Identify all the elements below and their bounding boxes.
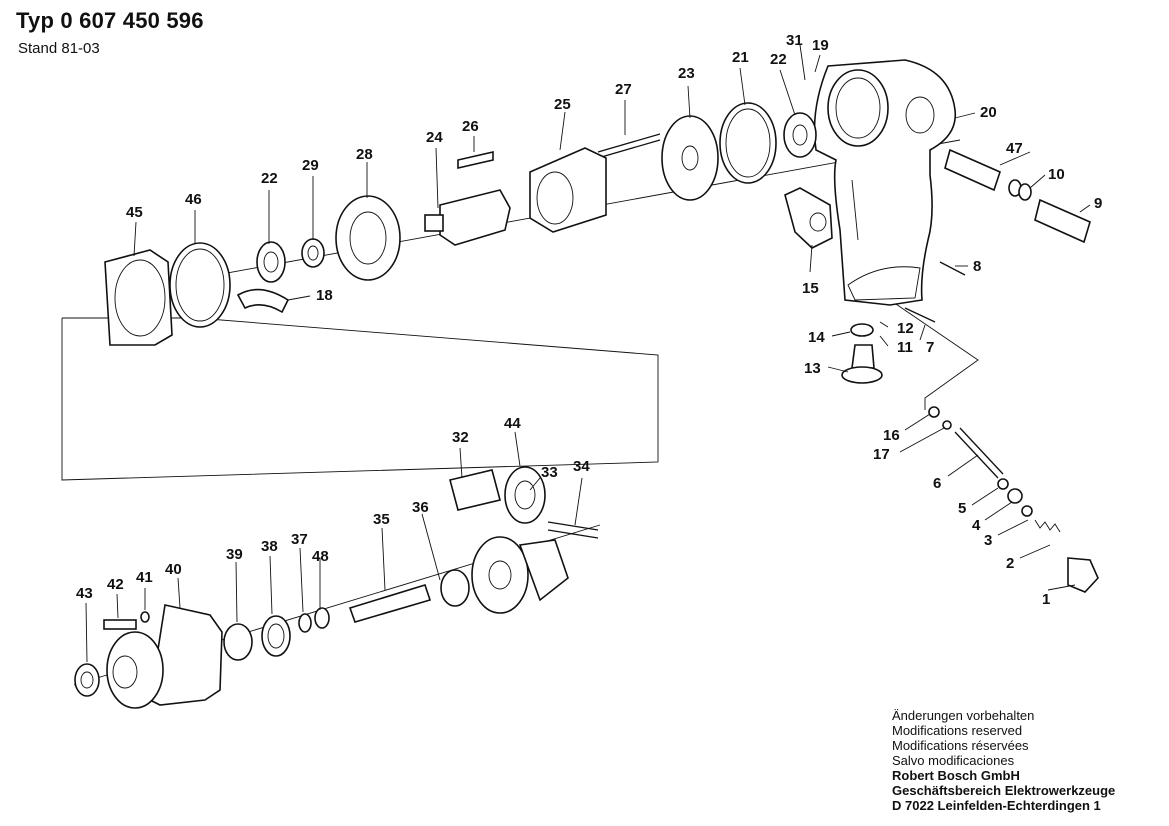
note-es: Salvo modificaciones — [892, 753, 1015, 768]
label-part-22-top: 22 — [770, 51, 787, 68]
leader-lines — [85, 44, 1091, 663]
label-part-48: 48 — [312, 548, 329, 565]
label-part-4: 4 — [972, 517, 981, 534]
label-part-26: 26 — [462, 118, 479, 135]
label-part-14: 14 — [808, 329, 825, 346]
vane-26-part — [457, 150, 494, 170]
company-division: Geschäftsbereich Elektrowerkzeuge — [892, 783, 1116, 798]
pin-34-part — [547, 521, 599, 539]
label-part-36: 36 — [412, 499, 429, 516]
washer-41-part — [140, 611, 150, 623]
company-address: D 7022 Leinfelden-Echterdingen 1 — [892, 798, 1101, 813]
label-part-5: 5 — [958, 500, 966, 517]
bearing-22-top-part — [783, 112, 817, 158]
label-part-40: 40 — [165, 561, 182, 578]
assembly-frame-line — [61, 317, 659, 481]
page-subtitle: Stand 81-03 — [18, 40, 100, 57]
label-part-18: 18 — [316, 287, 333, 304]
part-47 — [944, 148, 1001, 192]
label-part-45: 45 — [126, 204, 143, 221]
washer-14-part — [850, 323, 874, 337]
label-part-11: 11 — [897, 339, 913, 356]
label-part-6: 6 — [933, 475, 941, 492]
label-part-8: 8 — [973, 258, 981, 275]
page-title: Typ 0 607 450 596 — [16, 8, 204, 33]
screw-42-part — [103, 619, 137, 630]
label-part-27: 27 — [615, 81, 632, 98]
ring-37-part — [298, 613, 312, 633]
label-part-12: 12 — [897, 320, 914, 337]
label-part-7: 7 — [926, 339, 934, 356]
part-18 — [236, 288, 290, 314]
trigger-part — [784, 187, 833, 249]
label-part-39: 39 — [226, 546, 243, 563]
label-part-21: 21 — [732, 49, 749, 66]
bushing-39-part — [223, 623, 253, 661]
cylinder-25-part — [529, 147, 607, 233]
label-part-38: 38 — [261, 538, 278, 555]
company-name: Robert Bosch GmbH — [892, 768, 1020, 783]
label-part-15: 15 — [802, 280, 819, 297]
ring-21-part — [719, 102, 777, 184]
rotor-24-part — [424, 189, 511, 246]
label-part-19: 19 — [812, 37, 829, 54]
label-part-24: 24 — [426, 129, 443, 146]
seal-43-part — [74, 663, 100, 697]
housing-part — [813, 59, 957, 306]
label-part-25: 25 — [554, 96, 571, 113]
label-part-44: 44 — [504, 415, 521, 432]
label-part-42: 42 — [107, 576, 124, 593]
label-part-33: 33 — [541, 464, 558, 481]
label-part-28: 28 — [356, 146, 373, 163]
label-part-22: 22 — [261, 170, 278, 187]
ring-48-part — [314, 607, 330, 629]
label-part-2: 2 — [1006, 555, 1014, 572]
valve-assembly — [928, 406, 1099, 593]
ring-46-part — [169, 242, 231, 328]
label-part-32: 32 — [452, 429, 469, 446]
pin-27-part — [597, 133, 661, 159]
part-13 — [841, 344, 883, 384]
part-9 — [1034, 198, 1091, 244]
label-part-46: 46 — [185, 191, 202, 208]
endplate-28-part — [335, 195, 401, 281]
hammer-cage-part — [471, 536, 569, 614]
label-part-31: 31 — [786, 32, 803, 49]
seal-29-part — [301, 238, 325, 268]
label-part-35: 35 — [373, 511, 390, 528]
label-part-29: 29 — [302, 157, 319, 174]
part-44 — [504, 466, 546, 524]
gasket-45-part — [104, 249, 173, 346]
front-housing-40-part — [106, 604, 223, 709]
note-fr: Modifications réservées — [892, 738, 1029, 753]
pin-8-part — [939, 261, 966, 276]
ring-10-part — [1008, 179, 1032, 201]
endplate-part — [661, 115, 719, 201]
bearing-22-part — [256, 241, 286, 283]
label-part-43: 43 — [76, 585, 93, 602]
ring-38-part — [261, 615, 291, 657]
note-de: Änderungen vorbehalten — [892, 708, 1035, 723]
label-part-37: 37 — [291, 531, 308, 548]
label-part-13: 13 — [804, 360, 821, 377]
note-en: Modifications reserved — [892, 723, 1023, 738]
label-part-17: 17 — [873, 446, 890, 463]
label-part-10: 10 — [1048, 166, 1065, 183]
part-32 — [449, 469, 501, 511]
label-part-9: 9 — [1094, 195, 1102, 212]
label-part-1: 1 — [1042, 591, 1050, 608]
valve-leader-line — [889, 299, 979, 410]
pin-7-part — [904, 307, 936, 323]
label-part-23: 23 — [678, 65, 695, 82]
label-part-47: 47 — [1006, 140, 1023, 157]
label-part-20: 20 — [980, 104, 997, 121]
footer-notes: Änderungen vorbehalten Modifications res… — [892, 708, 1115, 813]
anvil-35-part — [348, 584, 432, 623]
ring-36-part — [440, 569, 470, 607]
label-part-34: 34 — [573, 458, 590, 475]
label-part-41: 41 — [136, 569, 153, 586]
label-part-3: 3 — [984, 532, 992, 549]
label-part-16: 16 — [883, 427, 900, 444]
